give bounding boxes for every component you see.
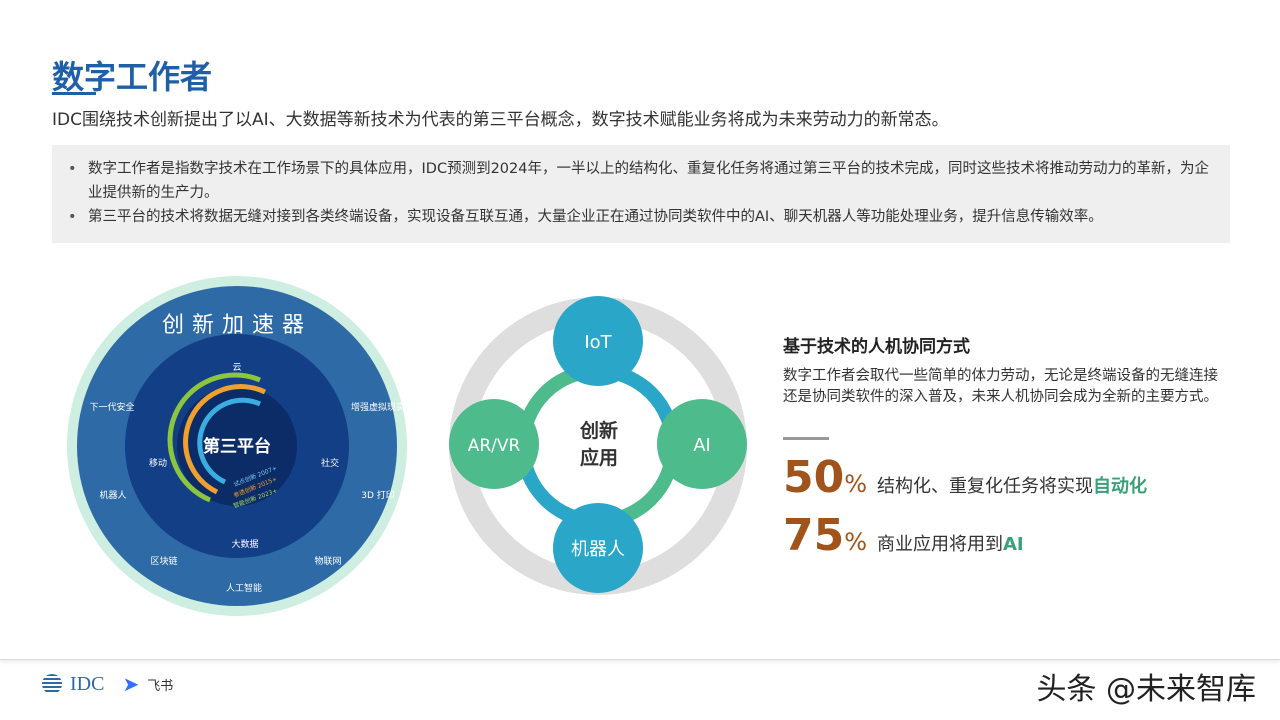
inner-label: 移动: [149, 457, 167, 469]
inner-label: 大数据: [231, 538, 258, 550]
right-heading: 基于技术的人机协同方式: [783, 337, 970, 357]
inner-label: 社交: [321, 457, 339, 469]
outer-label: 机器人: [99, 489, 126, 501]
stat-value: 75%: [783, 510, 868, 561]
inner-label: 云: [232, 363, 241, 373]
core-label: 第三平台: [203, 436, 271, 457]
title-underline: [52, 92, 96, 95]
stat-value: 50%: [783, 452, 868, 503]
bullet-item: 数字工作者是指数字技术在工作场景下的具体应用，IDC预测到2024年，一半以上的…: [68, 157, 1210, 205]
divider: [783, 437, 829, 440]
slide: 数字工作者 IDC围绕技术创新提出了以AI、大数据等新技术为代表的第三平台概念，…: [0, 0, 1280, 660]
outer-label: 物联网: [314, 555, 341, 567]
outer-label: 下一代安全: [89, 401, 134, 413]
accelerator-diagram: 第三平台 试点创新 2007+ 参透创新 2015+ 智能创新 2023+ 创新…: [67, 276, 407, 616]
ring-title: 创新加速器: [162, 313, 312, 338]
bullet-item: 第三平台的技术将数据无缝对接到各类终端设备，实现设备互联互通，大量企业正在通过协…: [68, 205, 1210, 229]
node-ai: AI: [693, 435, 711, 456]
node-iot: IoT: [584, 332, 612, 353]
bullet-box: 数字工作者是指数字技术在工作场景下的具体应用，IDC预测到2024年，一半以上的…: [52, 145, 1230, 243]
outer-label: 人工智能: [226, 582, 262, 594]
innovation-center-label: 创新应用: [579, 420, 618, 469]
outer-label: 3D 打印: [361, 489, 395, 501]
right-paragraph: 数字工作者会取代一些简单的体力劳动，无论是终端设备的无缝连接还是协同类软件的深入…: [783, 368, 1218, 405]
page-title: 数字工作者: [52, 58, 213, 96]
outer-label: 区块链: [150, 555, 177, 567]
subtitle: IDC围绕技术创新提出了以AI、大数据等新技术为代表的第三平台概念，数字技术赋能…: [52, 110, 949, 130]
node-arvr: AR/VR: [468, 436, 521, 456]
footer-logos: IDC ➤ 飞书: [42, 672, 173, 696]
node-robot: 机器人: [571, 539, 625, 560]
feishu-icon: ➤: [122, 672, 140, 696]
idc-globe-icon: [42, 674, 62, 694]
watermark: 头条 @未来智库: [1036, 672, 1256, 707]
stat-text: 商业应用将用到AI: [877, 534, 1024, 555]
feishu-logo: 飞书: [147, 678, 174, 694]
outer-label: 增强虚拟现实: [351, 401, 405, 413]
idc-logo: IDC: [70, 672, 105, 695]
stat-text: 结构化、重复化任务将实现自动化: [877, 476, 1147, 497]
innovation-diagram: IoT AI 机器人 AR/VR: [449, 296, 747, 595]
